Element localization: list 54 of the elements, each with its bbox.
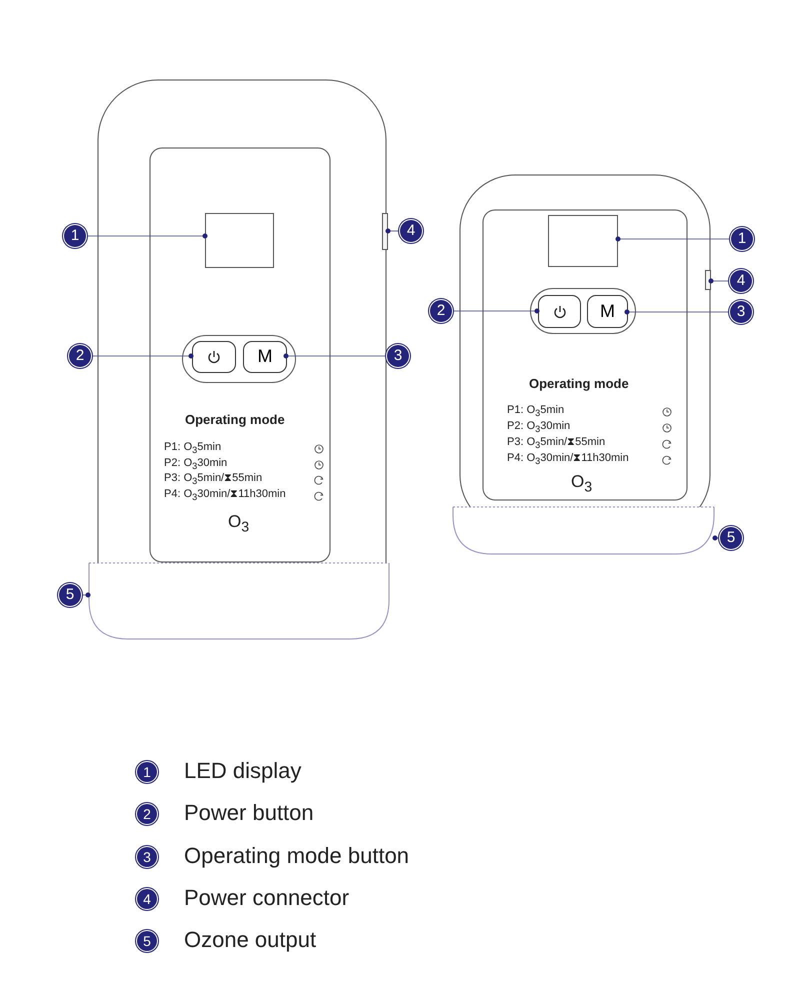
callout-number: 3 [730,301,752,323]
power-connector [705,270,711,290]
ozone-symbol: O$_{3}$ [571,472,592,496]
leader-line [616,236,730,242]
leader-line [712,536,718,540]
callout-number: 5 [137,931,157,951]
callout-number: 1 [731,228,753,250]
mode-text: P2: O$_{3}$30min [507,420,570,434]
legend-text: Ozone output [184,927,316,953]
led-display [205,213,274,268]
leader-line [454,308,540,314]
legend-text: Operating mode button [184,843,410,869]
button-bezel [182,335,296,383]
mode-button: M [587,295,628,328]
legend-text: Power connector [184,885,350,911]
panel-heading: Operating mode [529,376,629,391]
callout-number: 5 [59,584,81,606]
ozone-symbol: O$_{3}$ [228,512,250,536]
leader-line [88,234,208,238]
power-connector [382,213,388,250]
led-display [548,215,618,267]
mode-button: M [243,341,287,373]
callout-number: 1 [64,225,86,247]
leader-line [92,354,194,358]
leader-line [624,310,728,314]
mode-text: P3: O$_{3}$5min/⧗55min [164,472,262,486]
button-bezel [530,288,636,334]
mode-text: P4: O$_{3}$30min/⧗11h30min [164,488,286,502]
ozone-outlet [88,562,390,640]
power-button [192,341,236,373]
legend-text: Power button [184,800,314,826]
callout-number: 3 [387,345,409,367]
panel-heading: Operating mode [185,412,285,427]
mode-text: P2: O$_{3}$30min [164,457,228,472]
callout-number: 2 [137,804,157,824]
leader-line [284,354,386,358]
power-button [538,295,581,328]
mode-text: P1: O$_{3}$5min [507,404,564,418]
leader-line [82,592,90,598]
callout-number: 4 [730,270,752,292]
ozone-outlet [452,506,715,555]
callout-number: 2 [430,300,452,322]
callout-number: 5 [720,527,742,549]
mode-text: P1: O$_{3}$5min [164,441,222,456]
callout-number: 4 [400,220,422,242]
callout-number: 2 [69,345,91,367]
leader-line [386,228,398,234]
legend-text: LED display [184,758,302,784]
mode-text: P3: O$_{3}$5min/⧗55min [507,436,606,450]
mode-text: P4: O$_{3}$30min/⧗11h30min [507,452,629,466]
callout-number: 3 [137,847,157,867]
callout-number: 4 [137,889,157,909]
leader-line [708,278,728,284]
callout-number: 1 [137,762,157,782]
